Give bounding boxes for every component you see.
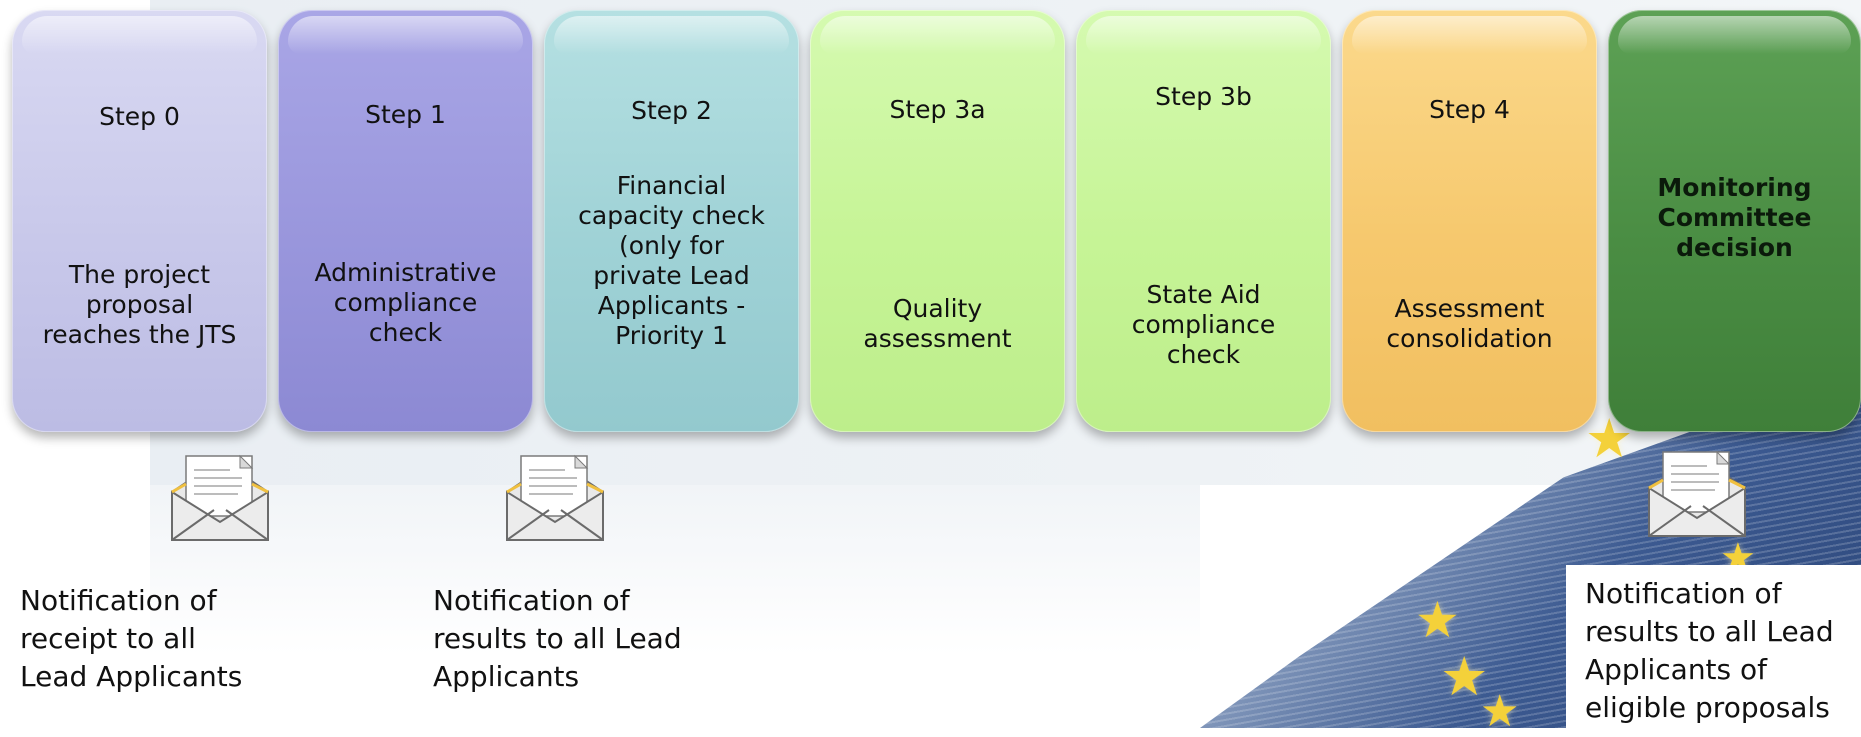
- background-fade: [150, 485, 1200, 728]
- step-title: Step 3b: [1155, 82, 1252, 111]
- step-4-box: Step 4 Assessment consolidation: [1342, 10, 1597, 432]
- step-title: Step 4: [1429, 95, 1510, 124]
- step-description: The project proposal reaches the JTS: [42, 260, 237, 349]
- step-2-box: Step 2 Financial capacity check (only fo…: [544, 10, 799, 432]
- step-title: Step 0: [99, 102, 180, 131]
- envelope-icon: [506, 454, 604, 541]
- notification-eligible: Notification of results to all Lead Appl…: [1585, 577, 1834, 724]
- monitoring-committee-box: Monitoring Committee decision: [1608, 10, 1861, 432]
- step-description: State Aid compliance check: [1131, 280, 1276, 369]
- step-description: Financial capacity check (only for priva…: [578, 171, 765, 350]
- notification-results: Notification of results to all Lead Appl…: [433, 584, 682, 693]
- step-description: Administrative compliance check: [314, 258, 497, 347]
- step-1-box: Step 1 Administrative compliance check: [278, 10, 533, 432]
- envelope-icon: [171, 454, 269, 541]
- step-3a-box: Step 3a Quality assessment: [810, 10, 1065, 432]
- star-icon: ★: [1415, 591, 1460, 649]
- step-title: Step 1: [365, 100, 446, 129]
- step-title: Step 3a: [889, 95, 986, 124]
- notification-receipt: Notification of receipt to all Lead Appl…: [20, 584, 243, 693]
- step-0-box: Step 0 The project proposal reaches the …: [12, 10, 267, 432]
- committee-label: Monitoring Committee decision: [1657, 173, 1812, 262]
- step-description: Assessment consolidation: [1386, 294, 1553, 353]
- star-icon: ★: [1480, 686, 1520, 737]
- step-3b-box: Step 3b State Aid compliance check: [1076, 10, 1331, 432]
- star-icon: ★: [1440, 645, 1489, 708]
- step-description: Quality assessment: [863, 294, 1012, 353]
- notification-box: [1566, 565, 1861, 728]
- envelope-icon: [1648, 450, 1746, 537]
- step-title: Step 2: [631, 96, 712, 125]
